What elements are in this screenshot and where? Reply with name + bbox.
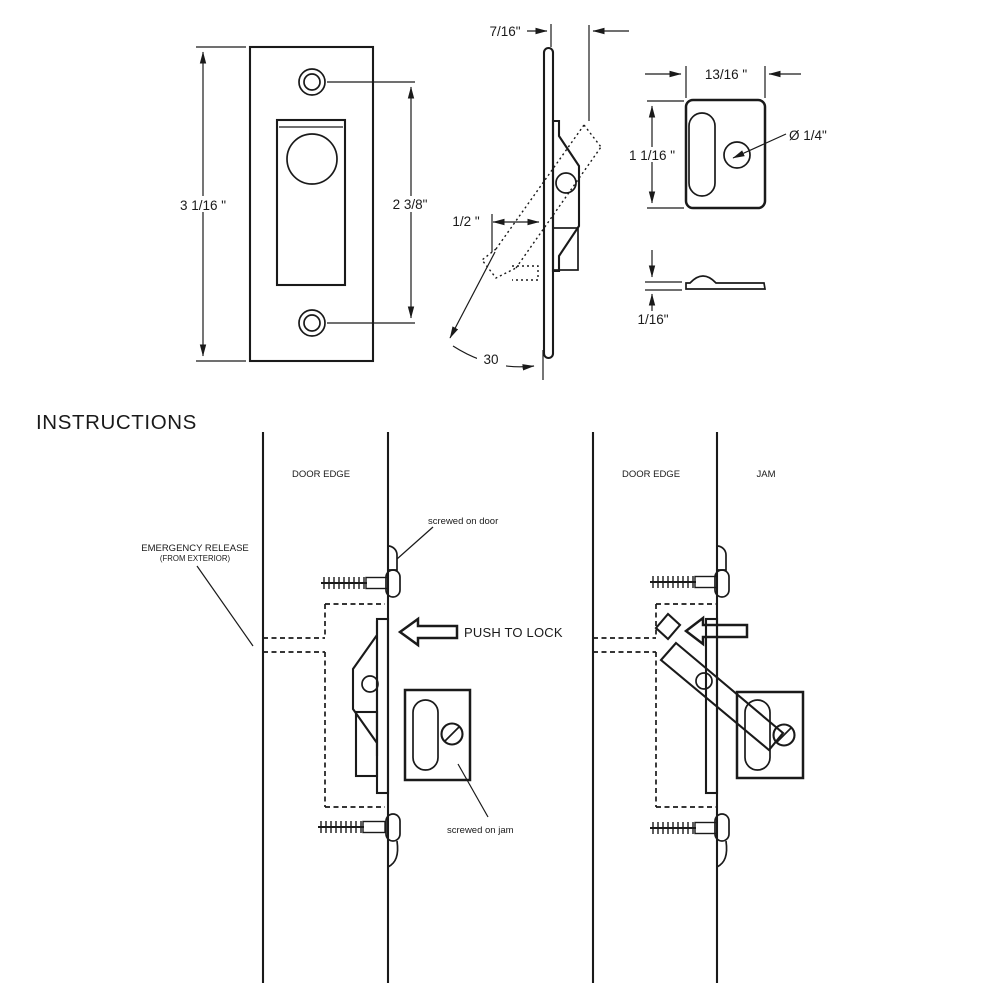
front-height-dim-label: 3 1/16 " (180, 198, 226, 213)
bolt-mechanism-unlocked (351, 617, 390, 795)
front-view-plate-drawing: 3 1/16 " 2 3/8" (169, 45, 439, 363)
top-screw-2 (648, 574, 719, 590)
strike-thickness-dim-label: 1/16" (637, 312, 668, 327)
door-edge-label-1: DOOR EDGE (292, 469, 350, 480)
instruction-diagram-unlocked: DOOR EDGE EMERGENCY RELEASE (FROM EXTERI… (141, 432, 563, 983)
side-view-rotation-angle: 30 (449, 251, 544, 380)
strike-height-dimension: 1 1/16 " (623, 100, 684, 209)
mortise-dashed-outline-2 (593, 603, 717, 808)
strike-plate-view-drawing: Ø 1/4" 13/16 " 1 1/16 " 1/16" (623, 66, 827, 327)
instructions-title: INSTRUCTIONS (36, 411, 197, 434)
side-angle-label: 30 (483, 352, 498, 367)
bottom-screw-1 (316, 819, 387, 835)
side-view-projection-dimension: 1/2 " (452, 214, 540, 252)
strike-width-dim-label: 13/16 " (705, 67, 748, 82)
bottom-screw-2 (648, 820, 719, 836)
strike-plate-locked (735, 690, 805, 780)
top-screw-1 (319, 575, 390, 591)
front-view-height-dimension: 3 1/16 " (169, 46, 246, 362)
strike-hole-diameter-label: Ø 1/4" (789, 128, 827, 143)
strike-plate-unlocked (403, 688, 472, 782)
screwed-on-door-label: screwed on door (428, 516, 498, 527)
side-depth-dim-label: 7/16" (489, 24, 520, 39)
screwed-on-jam-label: screwed on jam (447, 825, 514, 836)
emergency-release-sublabel: (FROM EXTERIOR) (160, 554, 231, 563)
strike-height-dim-label: 1 1/16 " (629, 148, 675, 163)
emergency-release-label: EMERGENCY RELEASE (141, 543, 249, 554)
bolt-mechanism-locked (654, 612, 785, 752)
side-view-lock-drawing: 7/16" 1/2 " 30 (449, 24, 629, 380)
front-hole-spacing-dim-label: 2 3/8" (393, 197, 428, 212)
door-edge-label-2: DOOR EDGE (622, 469, 680, 480)
emergency-release-callout: EMERGENCY RELEASE (FROM EXTERIOR) (141, 543, 254, 647)
side-projection-dim-label: 1/2 " (452, 214, 480, 229)
mortise-dashed-outline-1 (263, 603, 385, 808)
side-view-depth-dimension: 7/16" (489, 24, 629, 121)
instruction-diagram-locked: DOOR EDGE JAM (591, 432, 805, 983)
strike-plate-profile-view: 1/16" (637, 250, 767, 327)
rotated-lever-dotted-outline (481, 124, 602, 281)
jam-label: JAM (757, 469, 776, 480)
push-arrow-locked (683, 615, 749, 647)
push-to-lock-arrow (397, 616, 459, 648)
push-to-lock-label: PUSH TO LOCK (464, 625, 563, 640)
strike-width-dimension: 13/16 " (645, 66, 801, 98)
front-view-hole-spacing-dimension: 2 3/8" (327, 81, 439, 324)
